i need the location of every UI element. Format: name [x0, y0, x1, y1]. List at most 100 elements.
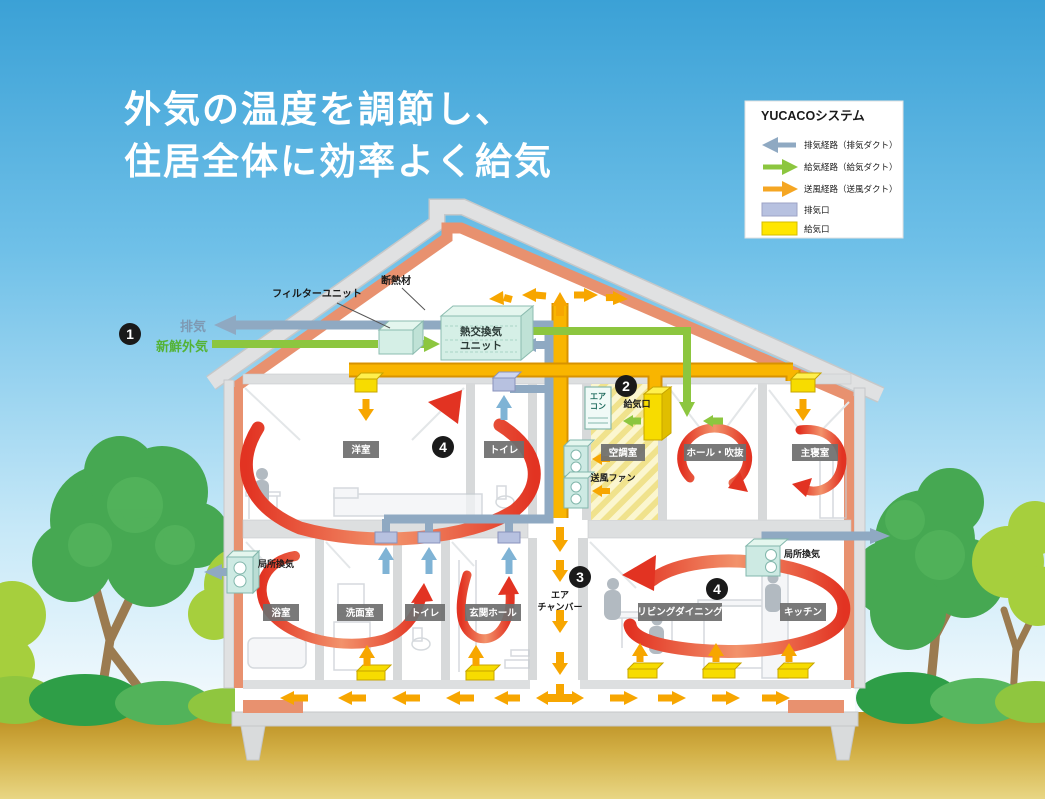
room-label-hall: ホール・吹抜	[684, 444, 746, 461]
arrowhead	[428, 390, 462, 424]
local-vent-fan-left	[225, 549, 261, 595]
circulation-living	[623, 554, 851, 659]
room-label-ac-room: 空調室	[601, 444, 645, 461]
svg-text:4: 4	[439, 439, 447, 455]
arrowhead	[622, 555, 656, 591]
circulation-hall	[677, 423, 753, 488]
wall-right-insulation	[844, 396, 854, 688]
tree-canopy-light	[972, 501, 1045, 626]
trees-right	[852, 468, 1045, 724]
room-label-bath: 浴室	[263, 604, 299, 621]
legend-supply-port-swatch	[761, 221, 798, 236]
tree-canopy-highlight	[68, 477, 195, 567]
filter-unit-label: フィルターユニット	[272, 288, 362, 300]
room-label-kitchen: キッチン	[780, 603, 826, 621]
svg-text:2: 2	[622, 378, 630, 394]
exhaust-label: 排気	[180, 319, 206, 334]
heat-exchanger-unit: 熱交換気 ユニット	[439, 304, 535, 362]
legend-item-label: 送風経路（送風ダクト）	[804, 184, 898, 194]
underfloor-insulation-right	[788, 700, 844, 713]
circulation-western-room	[239, 418, 541, 546]
exhaust-out-arrow	[214, 315, 236, 335]
exhaust-vents-lower	[374, 531, 521, 574]
floor-vents	[355, 643, 816, 681]
supply-vent-western	[353, 372, 385, 421]
air-chamber-flow	[536, 527, 584, 705]
svg-text:玄関ホール: 玄関ホール	[469, 607, 517, 619]
room-label-master: 主寝室	[792, 444, 838, 461]
underfloor-arrows	[280, 691, 790, 705]
legend-supply-arrow-icon	[782, 159, 798, 175]
legend: YUCACOシステム 排気経路（排気ダクト） 給気経路（給気ダクト） 送風経路（…	[744, 100, 904, 239]
supply-arrowheads	[424, 336, 713, 427]
blower-fan-label: 送風ファン	[589, 472, 635, 483]
arrowhead	[792, 478, 812, 497]
svg-text:ホール・吹抜: ホール・吹抜	[686, 447, 744, 459]
tree-canopy-highlight	[885, 500, 965, 580]
annotations: 断熱材 フィルターユニット 排気 新鮮外気 給気口 送風ファン エア チャンバー…	[156, 274, 820, 612]
trees-left	[0, 436, 302, 726]
legend-item-label: 排気口	[804, 205, 830, 215]
svg-text:空調室: 空調室	[609, 447, 638, 459]
arrow-tips	[280, 691, 790, 705]
svg-text:3: 3	[576, 569, 584, 585]
legend-item-exhaust-port: 排気口	[761, 202, 830, 217]
underfloor-insulation-left	[243, 700, 303, 713]
bushes-left	[0, 674, 268, 726]
pointer-lines	[336, 287, 426, 329]
roof-insulation	[226, 222, 866, 408]
ceiling-vents	[353, 371, 823, 574]
down-arrowheads	[552, 540, 568, 675]
svg-text:キッチン: キッチン	[784, 607, 822, 618]
legend-exhaust-port-swatch	[761, 202, 798, 217]
roof-outer	[206, 200, 884, 402]
legend-item-label: 給気経路（給気ダクト）	[804, 162, 898, 172]
circulation-bath-to-toilet	[256, 551, 426, 649]
up-tips	[359, 643, 797, 658]
svg-text:洗面室: 洗面室	[346, 607, 375, 619]
air-conditioner-unit: エア コン	[584, 386, 612, 430]
svg-text:トイレ: トイレ	[490, 445, 519, 456]
arrowhead	[411, 583, 433, 603]
kitchen-exhaust-arrow	[870, 528, 890, 544]
headline-line-1: 外気の温度を調節し、	[124, 89, 514, 130]
heat-exchanger-label-2: ユニット	[460, 340, 502, 352]
legend-exhaust-arrow-icon	[762, 137, 778, 153]
foundation-post-right	[830, 725, 856, 761]
bath-exhaust-arrow	[204, 564, 222, 580]
up-arrow-shafts	[382, 558, 513, 574]
legend-item-label: 給気口	[804, 224, 830, 234]
air-chamber-label-2: チャンバー	[538, 602, 583, 612]
supply-vent-master	[789, 372, 823, 421]
svg-text:主寝室: 主寝室	[801, 447, 830, 459]
floor-slab-left	[243, 680, 530, 689]
bushes-right	[856, 672, 1045, 724]
aircon-label-2: コン	[590, 402, 606, 411]
unit-stripes	[445, 325, 517, 353]
room-label-living: リビングダイニング	[637, 603, 723, 621]
svg-text:4: 4	[713, 581, 721, 597]
step-1: 1	[119, 323, 141, 345]
legend-item-supply-port: 給気口	[761, 221, 830, 236]
svg-text:洋室: 洋室	[351, 444, 371, 456]
blower-fans	[562, 439, 610, 509]
svg-text:1: 1	[126, 326, 134, 342]
interior-walls-lower	[315, 538, 588, 680]
svg-text:浴室: 浴室	[271, 607, 291, 619]
floor-slab-right	[580, 680, 851, 689]
step-4-upper: 4	[432, 436, 454, 458]
supply-port-label: 給気口	[623, 398, 650, 409]
step-4-lower: 4	[706, 578, 728, 600]
circulation-arrows	[239, 390, 851, 659]
legend-item-label: 排気経路（排気ダクト）	[804, 140, 898, 150]
legend-item-exhaust-route: 排気経路（排気ダクト）	[762, 137, 898, 153]
headline: 外気の温度を調節し、 住居全体に効率よく給気	[124, 89, 551, 182]
supply-port-box	[642, 385, 673, 442]
legend-blower-arrow-icon	[782, 181, 798, 197]
room-label-wash: 洗面室	[337, 604, 383, 621]
wall-left	[223, 379, 235, 689]
arrowhead	[728, 472, 748, 492]
exhaust-vent-toilet-upper	[491, 371, 523, 420]
